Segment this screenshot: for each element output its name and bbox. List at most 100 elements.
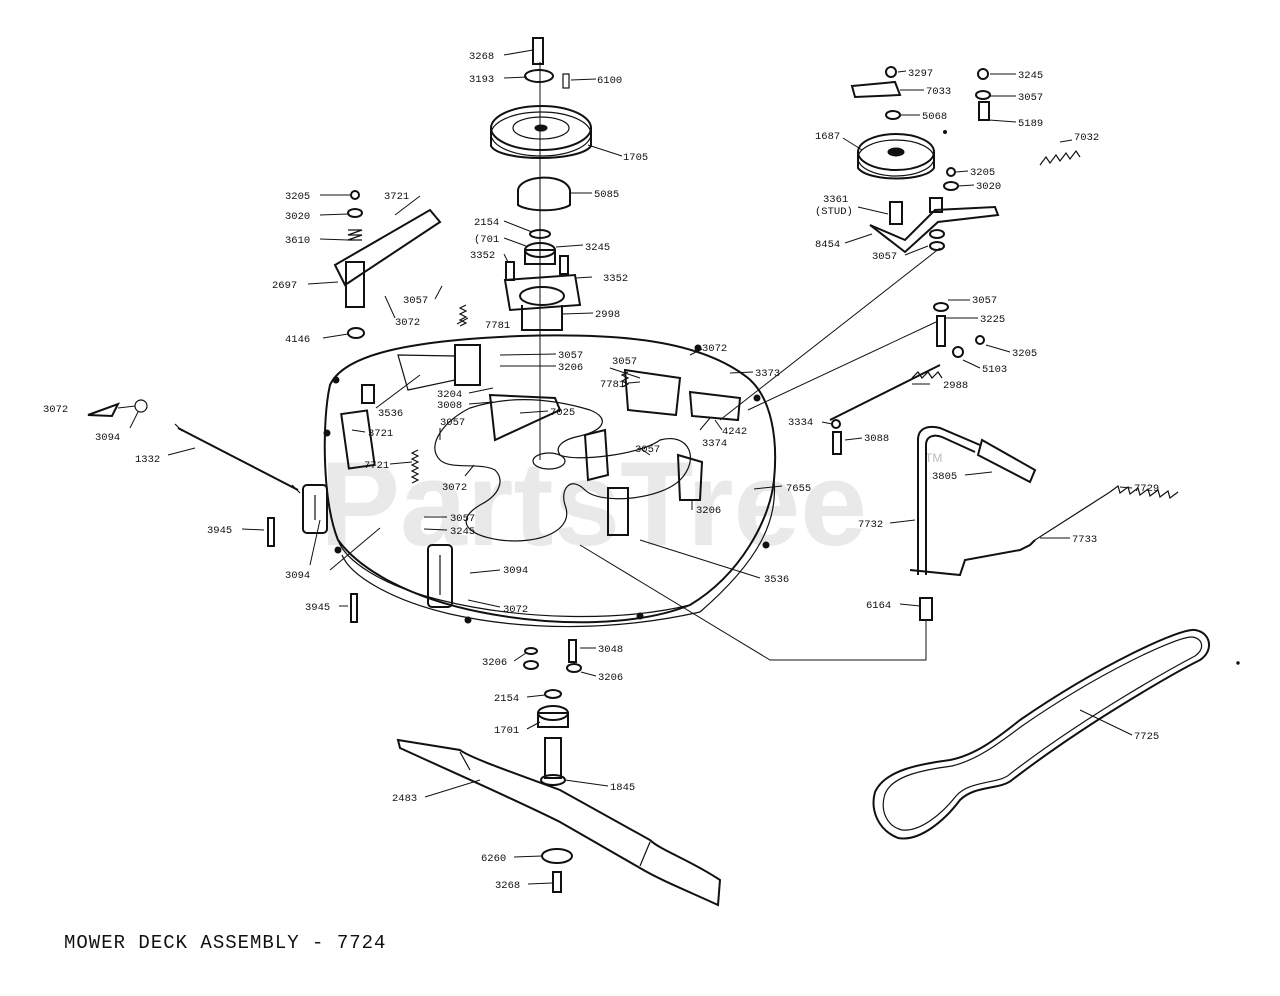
part-label-1332: 1332 [135, 454, 160, 466]
hairpin-clip-3072 [87, 402, 121, 418]
part-label-3721: 3721 [384, 191, 409, 203]
part-label-3805: 3805 [932, 471, 957, 483]
part-label-6164: 6164 [866, 600, 891, 612]
part-label-3094: 3094 [95, 432, 120, 444]
part-label-3536: 3536 [378, 408, 403, 420]
part-label-3945: 3945 [207, 525, 232, 537]
part-label-3094: 3094 [503, 565, 528, 577]
part-label-1687: 1687 [815, 131, 840, 143]
lift-arm-2697 [333, 190, 442, 339]
part-label-7721: 7721 [364, 460, 389, 472]
part-label-3057: 3057 [440, 417, 465, 429]
idler-arm-8454 [869, 167, 1000, 254]
part-label-3072: 3072 [442, 482, 467, 494]
part-label-7033: 7033 [926, 86, 951, 98]
pulley-1705 [490, 105, 592, 159]
part-label-3057: 3057 [1018, 92, 1043, 104]
part-label-5068: 5068 [922, 111, 947, 123]
part-label-3020: 3020 [285, 211, 310, 223]
part-label-7732: 7732 [858, 519, 883, 531]
part-label-4146: 4146 [285, 334, 310, 346]
part-label-3072: 3072 [43, 404, 68, 416]
part-label-3072: 3072 [395, 317, 420, 329]
part-label-3057: 3057 [450, 513, 475, 525]
part-label-3205: 3205 [970, 167, 995, 179]
part-label-7655: 7655 [786, 483, 811, 495]
spring-7032 [1039, 149, 1081, 166]
part-label-3205: 3205 [1012, 348, 1037, 360]
idler-top-parts [850, 66, 991, 121]
part-label-3057: 3057 [872, 251, 897, 263]
part-label-6260: 6260 [481, 853, 506, 865]
part-label-6100: 6100 [597, 75, 622, 87]
part-label-7733: 7733 [1072, 534, 1097, 546]
part-label-5103: 5103 [982, 364, 1007, 376]
part-label-3245: 3245 [450, 526, 475, 538]
part-label-3245: 3245 [1018, 70, 1043, 82]
spindle-top-stack [524, 37, 570, 89]
part-label-3721: 3721 [368, 428, 393, 440]
pin-3945-a [267, 517, 275, 547]
adjust-rod-2988 [829, 302, 985, 455]
part-label-3245: 3245 [585, 242, 610, 254]
part-label-3206: 3206 [482, 657, 507, 669]
part-label-3206: 3206 [558, 362, 583, 374]
part-label-3008: 3008 [437, 400, 462, 412]
part-label-3352: 3352 [603, 273, 628, 285]
spring-7781-b [620, 371, 630, 388]
part-label-3204: 3204 [437, 389, 462, 401]
leader-line-a [719, 247, 941, 421]
part-label-7725: 7725 [1134, 731, 1159, 743]
part-label-3072: 3072 [503, 604, 528, 616]
leader-line-b [747, 321, 937, 411]
part-label-3020: 3020 [976, 181, 1001, 193]
part-label-8454: 8454 [815, 239, 840, 251]
part-label-3094: 3094 [285, 570, 310, 582]
part-label-3536: 3536 [764, 574, 789, 586]
part-label-3374: 3374 [702, 438, 727, 450]
part-label-5189: 5189 [1018, 118, 1043, 130]
deck-hanger-front-right [427, 544, 453, 608]
part-label-3057: 3057 [635, 444, 660, 456]
part-label-3206: 3206 [696, 505, 721, 517]
part-label-3193: 3193 [469, 74, 494, 86]
lower-spindle-stack [523, 639, 582, 893]
idler-pulley-1687 [857, 133, 935, 180]
part-label-7729: 7729 [1134, 483, 1159, 495]
part-label-3057: 3057 [403, 295, 428, 307]
part-label-3205: 3205 [285, 191, 310, 203]
part-label-3072: 3072 [702, 343, 727, 355]
part-label-7025: 7025 [550, 407, 575, 419]
part-label-1705: 1705 [623, 152, 648, 164]
part-label-3373: 3373 [755, 368, 780, 380]
speck [943, 130, 947, 134]
part-label-3268: 3268 [469, 51, 494, 63]
part-label-3048: 3048 [598, 644, 623, 656]
part-label-2988: 2988 [943, 380, 968, 392]
spindle-housing-2998 [503, 229, 582, 331]
washer-3094 [134, 399, 148, 413]
callout-leaders [117, 49, 1133, 885]
part-label-2483: 2483 [392, 793, 417, 805]
part-label-1701: 1701 [494, 725, 519, 737]
spring-7721 [410, 449, 420, 484]
part-label-3088: 3088 [864, 433, 889, 445]
guard-5085 [517, 176, 571, 212]
lift-handle-3805 [909, 425, 1111, 577]
leader-line-c [579, 544, 927, 661]
hanger-bracket-3721 [340, 409, 376, 470]
part-label-1845: 1845 [610, 782, 635, 794]
part-label-3334: 3334 [788, 417, 813, 429]
spacer-6164 [919, 597, 933, 621]
part-label-3057: 3057 [558, 350, 583, 362]
part-label-5085: 5085 [594, 189, 619, 201]
belt-7725 [872, 628, 1210, 840]
part-label-7781: 7781 [485, 320, 510, 332]
part-label-4242: 4242 [722, 426, 747, 438]
spring-7729 [1109, 484, 1179, 500]
right-hanger-brackets [607, 368, 742, 536]
part-label-3610: 3610 [285, 235, 310, 247]
part-label-2154: 2154 [474, 217, 499, 229]
pin-3945-b [350, 593, 358, 623]
part-label-3297: 3297 [908, 68, 933, 80]
